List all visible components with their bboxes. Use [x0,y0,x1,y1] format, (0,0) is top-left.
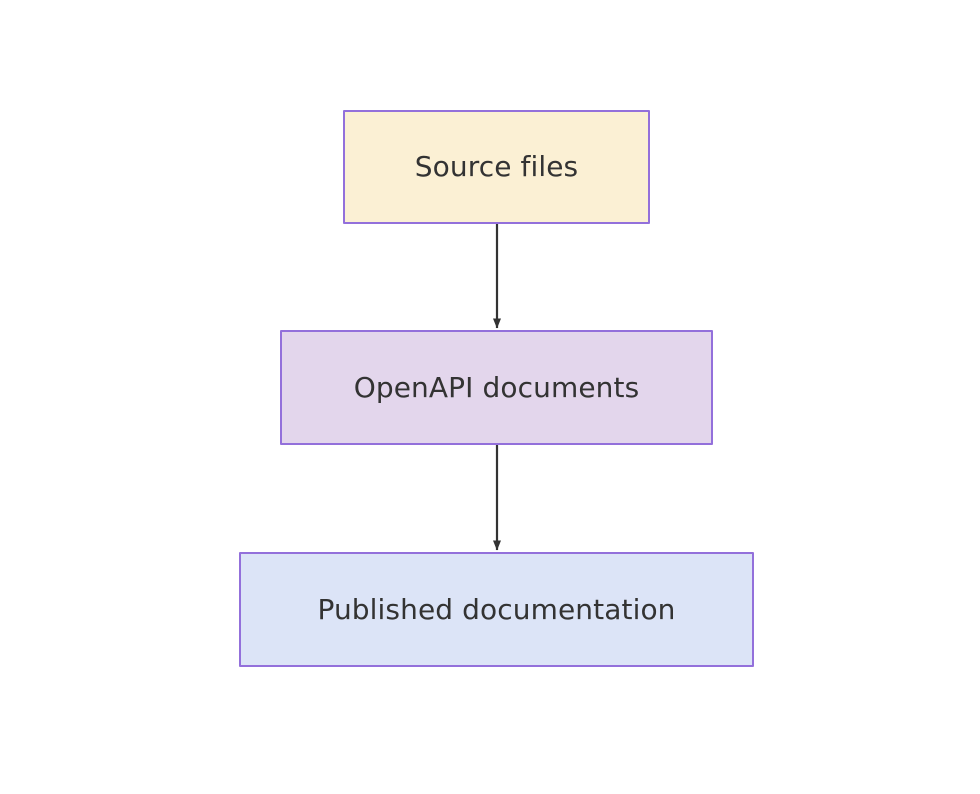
flow-node-label: Source files [414,150,579,184]
flow-node-openapi-documents[interactable]: OpenAPI documents [280,330,713,445]
flow-node-published-documentation[interactable]: Published documentation [239,552,754,667]
flow-node-source-files[interactable]: Source files [343,110,650,224]
flow-node-label: Published documentation [317,592,676,626]
flow-node-label: OpenAPI documents [353,370,640,404]
